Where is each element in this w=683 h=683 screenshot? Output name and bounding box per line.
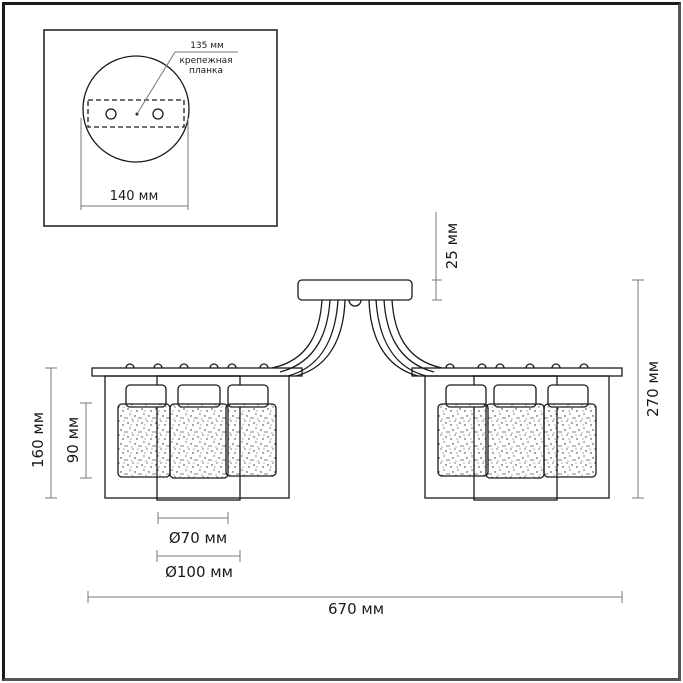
total-width-label: 670 мм	[328, 600, 384, 618]
total-height-label: 270 мм	[644, 361, 662, 417]
frame-height-label: 160 мм	[29, 412, 47, 468]
bar-width-label: 135 мм	[190, 41, 224, 51]
mounting-inset	[43, 29, 278, 227]
shade-diameter-label: Ø70 мм	[169, 529, 227, 547]
bar-label-line2: планка	[189, 66, 223, 76]
frame-width-label: Ø100 мм	[165, 563, 233, 581]
chandelier	[91, 279, 623, 501]
bar-label-line1: крепежная	[179, 56, 232, 66]
dimension-lines	[45, 212, 644, 603]
canopy-diameter-label: 140 мм	[110, 189, 159, 204]
canopy-height-label: 25 мм	[443, 223, 461, 270]
shade-height-label: 90 мм	[64, 417, 82, 464]
